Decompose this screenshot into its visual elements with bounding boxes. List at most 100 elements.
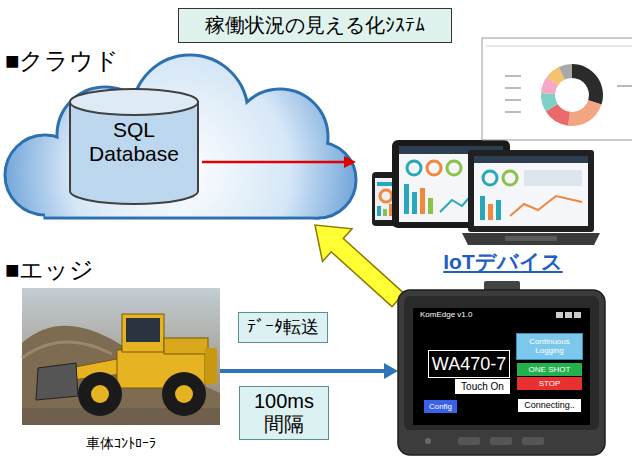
node-text: WA470-7 xyxy=(432,354,506,375)
tablet-device-part xyxy=(574,312,581,318)
phone-picture-part xyxy=(377,206,381,216)
wheel-loader-photo-part xyxy=(91,385,109,403)
tablet-device-part xyxy=(556,312,563,318)
laptop-picture-part xyxy=(488,204,493,220)
node-text: Connecting.. xyxy=(524,401,575,410)
title-box: 稼働状況の見える化ｼｽﾃﾑ xyxy=(178,8,452,43)
tablet-device-part xyxy=(458,437,480,445)
dashboard-picture-part xyxy=(486,46,632,47)
cloud-fill xyxy=(7,57,355,217)
tablet-picture-part xyxy=(420,188,425,214)
output-arrow-part xyxy=(202,161,345,164)
logging-button: Continuous Logging xyxy=(516,333,583,360)
node-text: ■クラウド xyxy=(0,47,120,75)
legend-stub xyxy=(617,85,632,87)
node-text: SQL Database xyxy=(82,118,187,166)
legend-stub xyxy=(505,99,521,101)
block-arrow xyxy=(315,225,404,307)
wheel-loader-photo-part xyxy=(175,385,193,403)
node-text: 車体ｺﾝﾄﾛｰﾗ xyxy=(86,435,156,451)
laptop-picture-part xyxy=(480,196,485,220)
tablet-picture-part xyxy=(447,161,461,175)
one-shot-button: ONE SHOT xyxy=(517,363,582,376)
node-text: 100ms 間隔 xyxy=(243,390,325,436)
config-button: Config xyxy=(424,400,457,413)
wheel-loader-photo-part xyxy=(22,326,220,425)
phone-picture-part xyxy=(380,190,392,202)
wheel-loader-photo-part xyxy=(78,372,122,416)
node-text: IoTデバイス xyxy=(398,248,608,276)
tablet-picture-part xyxy=(427,161,441,175)
wheel-loader-photo-part xyxy=(126,318,160,342)
wheel-loader-photo-part xyxy=(205,348,217,384)
cylinder-shape-part xyxy=(70,102,198,204)
node-text: ONE SHOT xyxy=(529,366,571,374)
wheel-loader-photo xyxy=(22,288,220,425)
laptop-picture-part xyxy=(505,236,557,241)
donut-segment xyxy=(572,64,603,105)
flow-arrow xyxy=(220,363,398,379)
arrow-head xyxy=(384,363,398,379)
status-box: Connecting.. xyxy=(517,398,582,413)
wheel-loader-photo-part xyxy=(22,288,220,425)
model-display: WA470-7 xyxy=(428,350,510,378)
legend-stub xyxy=(505,111,521,113)
wheel-loader-photo-part xyxy=(22,342,112,358)
legend-stub xyxy=(505,75,521,77)
cylinder-shape-part xyxy=(70,89,198,115)
vehicle-controller-photo: 車体ｺﾝﾄﾛｰﾗ xyxy=(22,288,220,453)
interval-box: 100ms 間隔 xyxy=(239,386,329,440)
flow-arrow xyxy=(315,225,404,307)
output-arrow xyxy=(202,156,356,168)
node-subtext: KomEdge v1.0 xyxy=(420,311,472,319)
laptop-picture xyxy=(462,150,600,245)
wheel-loader-photo-part xyxy=(162,372,206,416)
phone-picture-part xyxy=(383,209,387,216)
laptop-picture-part xyxy=(496,200,501,220)
tablet-device-part xyxy=(490,437,512,445)
section-label: ■エッジ xyxy=(5,256,95,284)
dashboard-picture-part xyxy=(482,38,632,140)
dashboard-picture xyxy=(482,38,632,140)
node-text: STOP xyxy=(539,380,561,388)
wheel-loader-photo-part xyxy=(164,338,208,354)
tablet-picture-part xyxy=(404,184,409,214)
iot-device: IoTデバイス KomEdge v1.0WA470-7Touch On Contin… xyxy=(398,248,608,457)
donut-segment xyxy=(559,64,572,80)
title-text: 稼働状況の見える化ｼｽﾃﾑ xyxy=(205,14,425,37)
laptop-picture-part xyxy=(474,156,588,226)
donut-chart xyxy=(505,64,632,126)
tablet-device-part xyxy=(522,437,544,445)
wheel-loader-photo-part xyxy=(122,314,164,352)
node-text: Continuous Logging xyxy=(518,338,581,356)
laptop-picture-part xyxy=(524,170,582,186)
transfer-box: ﾃﾞｰﾀ転送 xyxy=(238,312,328,343)
tablet-device-part xyxy=(398,290,605,455)
laptop-picture-part xyxy=(474,156,588,163)
laptop-picture-part xyxy=(462,233,600,245)
donut-segment xyxy=(568,100,601,126)
laptop-picture-part xyxy=(510,196,582,216)
node-text: ﾃﾞｰﾀ転送 xyxy=(247,317,319,338)
arrow-line xyxy=(220,369,385,373)
tablet-device-part xyxy=(425,438,431,444)
tablet-device-part xyxy=(404,296,599,430)
wheel-loader-photo-part xyxy=(36,363,78,400)
tablet-picture-part xyxy=(412,192,417,214)
donut-segment xyxy=(541,93,558,112)
laptop-picture-part xyxy=(483,171,497,185)
stop-button: STOP xyxy=(517,377,582,390)
touch-button: Touch On xyxy=(455,379,510,394)
legend-stub xyxy=(505,87,521,89)
cloud-region: ■クラウド SQL Database xyxy=(0,45,358,225)
node-text: Config xyxy=(429,403,452,411)
output-arrow-part xyxy=(344,156,356,168)
tablet-device-part xyxy=(565,312,572,318)
donut-chart-part xyxy=(541,64,603,126)
database-cylinder: SQL Database xyxy=(68,88,200,205)
node-text: Touch On xyxy=(461,382,504,392)
tablet-device-part xyxy=(413,308,590,425)
laptop-picture-part xyxy=(468,150,594,232)
cloud-outline xyxy=(5,55,356,218)
